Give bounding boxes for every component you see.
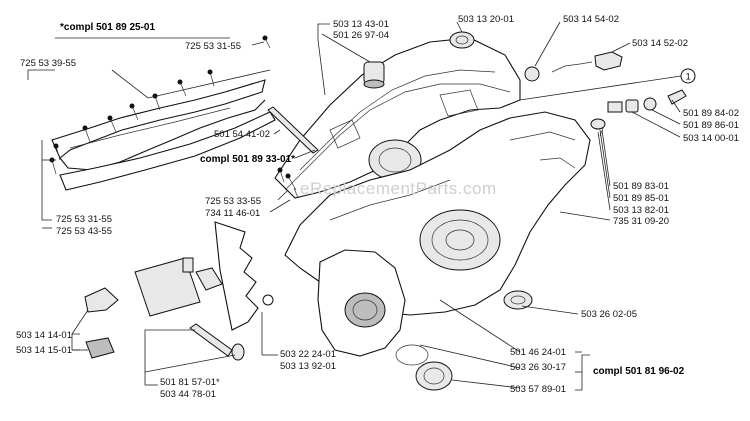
label-501-26-97-04: 501 26 97-04 xyxy=(333,30,389,41)
bottom-cap-group xyxy=(395,290,533,391)
label-503-14-14-01: 503 14 14-01 xyxy=(16,330,72,341)
long-rod xyxy=(267,106,319,154)
label-503-22-24-01: 503 22 24-01 xyxy=(280,349,336,360)
label-503-13-43-01: 503 13 43-01 xyxy=(333,19,389,30)
label-725-53-43-55: 725 53 43-55 xyxy=(56,226,112,237)
label-501-89-84-02: 501 89 84-02 xyxy=(683,108,739,119)
front-lower-cover xyxy=(317,249,406,357)
label-compl-501-81-96-02: compl 501 81 96-02 xyxy=(593,366,685,377)
label-503-44-78-01: 503 44 78-01 xyxy=(160,389,216,400)
callout-marker-text: 1 xyxy=(686,72,691,83)
lower-left-caps xyxy=(84,287,119,359)
label-503-14-15-01: 503 14 15-01 xyxy=(16,345,72,356)
label-503-14-52-02: 503 14 52-02 xyxy=(632,38,688,49)
label-503-26-30-17: 503 26 30-17 xyxy=(510,362,566,373)
chain-guide-plate xyxy=(134,221,259,331)
label-501-89-83-01: 501 89 83-01 xyxy=(613,181,669,192)
label-503-26-02-05: 503 26 02-05 xyxy=(581,309,637,320)
label-725-53-31-55-bottom: 725 53 31-55 xyxy=(56,214,112,225)
watermark: eReplacementParts.com xyxy=(300,179,497,198)
label-725-53-33-55: 725 53 33-55 xyxy=(205,196,261,207)
label-725-53-39-55: 725 53 39-55 xyxy=(20,58,76,69)
frame-screws xyxy=(49,35,285,183)
label-503-13-20-01: 503 13 20-01 xyxy=(458,14,514,25)
leader-lines xyxy=(27,21,682,391)
label-501-89-85-01: 501 89 85-01 xyxy=(613,193,669,204)
label-501-81-57-01: 501 81 57-01* xyxy=(160,377,220,388)
label-734-11-46-01: 734 11 46-01 xyxy=(205,208,260,219)
label-503-13-92-01: 503 13 92-01 xyxy=(280,361,336,372)
label-compl-501-89-33-01: compl 501 89 33-01* xyxy=(200,154,295,165)
label-503-14-54-02: 503 14 54-02 xyxy=(563,14,619,25)
label-compl-501-89-25-01: *compl 501 89 25-01 xyxy=(60,22,155,33)
right-small-parts xyxy=(590,89,687,137)
label-501-54-41-02: 501 54 41-02 xyxy=(214,129,270,140)
label-503-57-89-01: 503 57 89-01 xyxy=(510,384,566,395)
part-labels: *compl 501 89 25-01 725 53 31-55 725 53 … xyxy=(16,14,739,400)
spike-pin xyxy=(189,323,245,361)
callout-marker: 1 xyxy=(680,68,696,84)
label-725-53-31-55-top: 725 53 31-55 xyxy=(185,41,241,52)
valve-assembly xyxy=(524,51,623,82)
bolt-and-sleeve xyxy=(182,257,274,306)
gasket-frame xyxy=(51,79,276,191)
label-501-46-24-01: 501 46 24-01 xyxy=(510,347,566,358)
bushing xyxy=(363,61,385,89)
oil-cap xyxy=(449,31,475,49)
label-735-31-09-20: 735 31 09-20 xyxy=(613,216,669,227)
label-501-89-86-01: 501 89 86-01 xyxy=(683,120,739,131)
label-503-13-82-01: 503 13 82-01 xyxy=(613,205,669,216)
label-503-14-00-01: 503 14 00-01 xyxy=(683,133,739,144)
middle-screws xyxy=(285,173,299,199)
